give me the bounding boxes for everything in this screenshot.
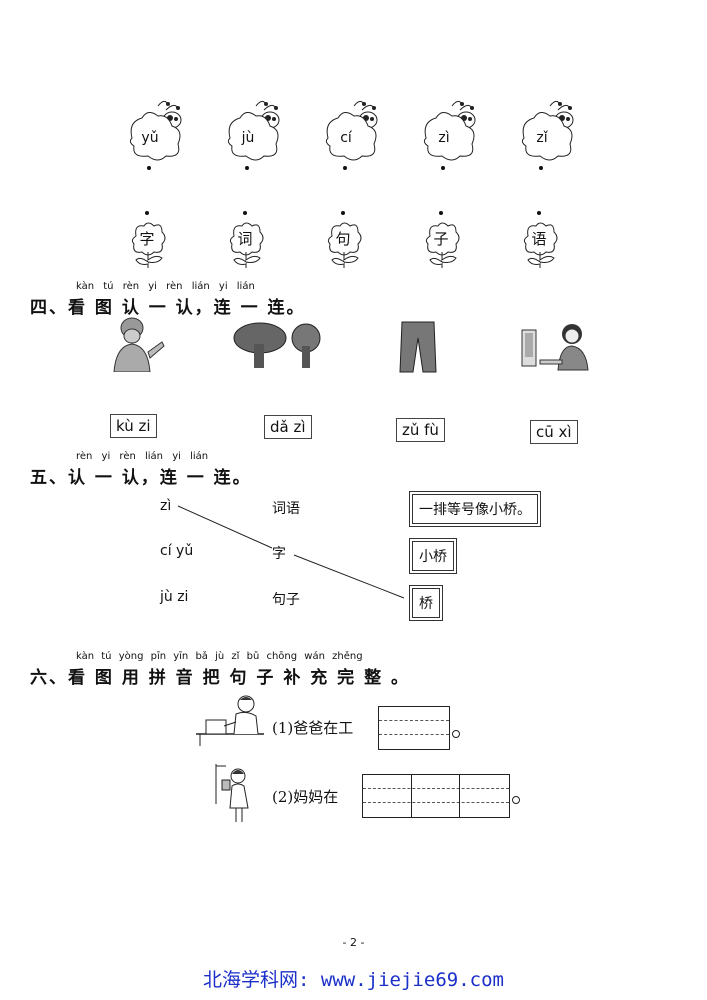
word-zi: 字 [272, 546, 286, 562]
flower-character: 语 [531, 230, 547, 248]
footer-watermark[interactable]: 北海学科网: www.jiejie69.com [203, 969, 504, 991]
answer-box-mother[interactable] [362, 774, 510, 818]
section4-pinyin: kàn tú rèn yi rèn lián yi lián [76, 281, 255, 292]
sentence-box-bridge-line[interactable]: 一排等号像小桥。 [409, 491, 541, 527]
bee-pinyin: jù [241, 130, 255, 146]
child-at-computer-picture [521, 324, 589, 371]
word-box-qiao[interactable]: 桥 [409, 585, 443, 621]
flower-connect-dot[interactable] [537, 211, 541, 215]
flower-icon [425, 222, 460, 268]
sentence-mother: (2)妈妈在 [272, 788, 339, 806]
flower-connect-dot[interactable] [243, 211, 247, 215]
bee-connect-dot[interactable] [343, 166, 347, 170]
line-zi-to-qiao [293, 554, 405, 599]
bee-connect-dot[interactable] [147, 166, 151, 170]
section5-title: 五、认 一 认，连 一 连。 [30, 468, 252, 488]
page-number: - 2 - [342, 936, 365, 949]
section6-pinyin: kàn tú yòng pīn yīn bǎ jù zǐ bǔ chōng wá… [76, 651, 363, 662]
section4-title: 四、看 图 认 一 认，连 一 连。 [30, 298, 306, 318]
pinyin-box-1[interactable]: kù zi [110, 414, 157, 438]
father-at-computer-picture [196, 695, 264, 746]
bee-pinyin: zì [438, 130, 450, 146]
trees-picture [233, 322, 321, 368]
bee-pinyin: zǐ [536, 130, 548, 146]
bee-icon [521, 100, 574, 161]
bee-icon [129, 100, 182, 161]
word-box-xiaoqiao[interactable]: 小桥 [409, 538, 457, 574]
bee-4: zì [422, 98, 482, 168]
bee-icon [325, 100, 378, 161]
bee-connect-dot[interactable] [539, 166, 543, 170]
bee-icon [227, 100, 280, 161]
bee-connect-dot[interactable] [441, 166, 445, 170]
bee-3: cí [324, 98, 384, 168]
answer-box-father[interactable] [378, 706, 450, 750]
flower-character: 词 [237, 230, 253, 248]
flower-character: 句 [335, 230, 351, 248]
flower-connect-dot[interactable] [439, 211, 443, 215]
pinyin-zi: zì [160, 498, 172, 514]
flower-5: 语 [522, 220, 572, 270]
pinyin-box-3[interactable]: zǔ fù [396, 418, 445, 442]
pinyin-box-4[interactable]: cū xì [530, 420, 578, 444]
flower-2: 词 [228, 220, 278, 270]
bee-1: yǔ [128, 98, 188, 168]
section6-title: 六、看 图 用 拼 音 把 句 子 补 充 完 整 。 [30, 668, 411, 688]
flower-1: 字 [130, 220, 180, 270]
bee-icon [423, 100, 476, 161]
period-mark-2 [512, 796, 520, 804]
flower-connect-dot[interactable] [341, 211, 345, 215]
pinyin-box-2[interactable]: dǎ zì [264, 415, 312, 439]
bee-pinyin: cí [340, 130, 352, 146]
pinyin-ciyu: cí yǔ [160, 543, 194, 559]
flower-character: 子 [433, 230, 449, 248]
bee-pinyin: yǔ [141, 130, 159, 146]
mother-window-picture [215, 764, 249, 822]
flower-4: 子 [424, 220, 474, 270]
sentence-father: (1)爸爸在工 [272, 719, 354, 737]
trousers-picture [399, 321, 437, 373]
bee-2: jù [226, 98, 286, 168]
flower-character: 字 [139, 230, 155, 248]
flower-connect-dot[interactable] [145, 211, 149, 215]
flower-icon [229, 222, 264, 268]
flower-icon [131, 222, 166, 268]
flower-icon [523, 222, 558, 268]
line-zi-to-zi [177, 505, 273, 549]
flower-icon [327, 222, 362, 268]
bee-connect-dot[interactable] [245, 166, 249, 170]
flower-3: 句 [326, 220, 376, 270]
bee-5: zǐ [520, 98, 580, 168]
word-ciyu: 词语 [272, 501, 300, 517]
grandfather-picture [108, 316, 168, 372]
section5-pinyin: rèn yi rèn lián yi lián [76, 451, 209, 462]
period-mark [452, 730, 460, 738]
word-juzi: 句子 [272, 592, 300, 608]
pinyin-juzi: jù zi [160, 589, 189, 605]
